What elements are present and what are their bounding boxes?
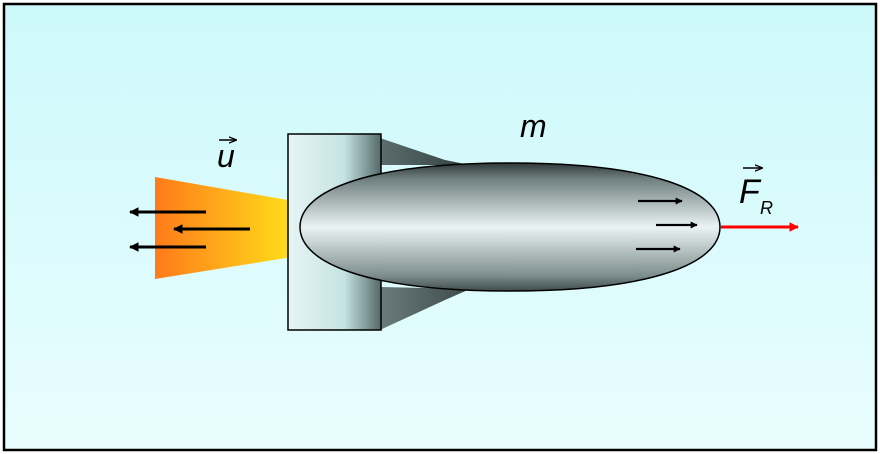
force-subscript: R bbox=[760, 198, 773, 218]
rocket-body bbox=[299, 162, 721, 292]
mass-label: m bbox=[520, 108, 547, 144]
force-symbol: F bbox=[739, 173, 762, 211]
rocket-fin-top bbox=[380, 138, 470, 165]
rocket-fin-bottom bbox=[380, 287, 470, 330]
exhaust-velocity-symbol: u bbox=[217, 138, 235, 174]
resultant-force-label: F R bbox=[739, 168, 773, 218]
exhaust-velocity-label: u bbox=[217, 138, 236, 174]
